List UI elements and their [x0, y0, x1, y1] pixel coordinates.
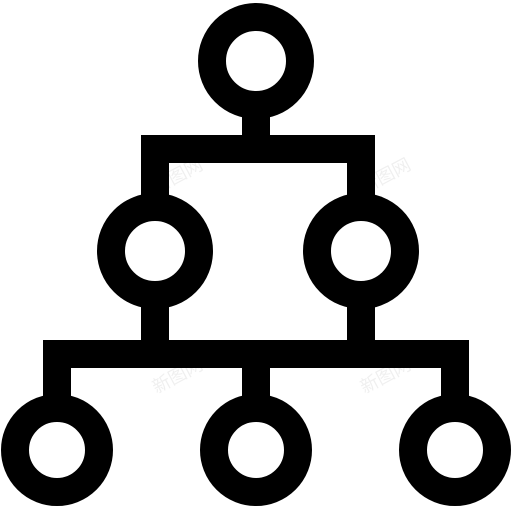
node-mid-left	[97, 193, 213, 309]
node-top	[198, 3, 314, 119]
node-bottom-left	[1, 394, 113, 506]
connector-level-1	[141, 105, 375, 206]
node-bottom-center	[200, 394, 312, 506]
node-mid-right	[303, 193, 419, 309]
connector-level-2	[43, 295, 469, 408]
node-bottom-right	[399, 394, 511, 506]
